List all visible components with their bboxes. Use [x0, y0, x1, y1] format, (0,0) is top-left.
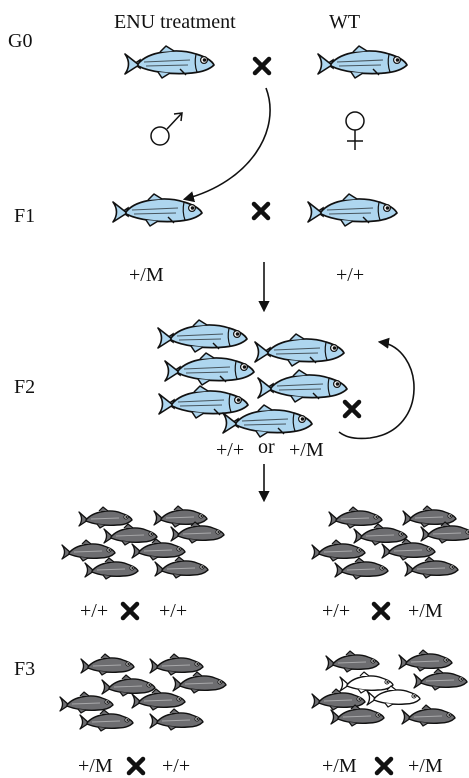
f2-genotype-het: +/M	[289, 439, 324, 461]
f2-fish-icon	[254, 333, 345, 367]
f2-fish-icon	[158, 385, 249, 419]
f2-family	[157, 319, 348, 438]
f3-cross-bottom-right-b: +/M	[408, 755, 443, 777]
header-enu-treatment: ENU treatment	[114, 11, 236, 33]
female-symbol-icon	[345, 111, 365, 150]
f3-cross-bottom-left-a: +/M	[78, 755, 113, 777]
f2-incross-icon	[345, 402, 359, 416]
f2-genotype-wt: +/+	[216, 439, 244, 461]
mutant-fish-icon	[339, 671, 394, 694]
generation-label-f3: F3	[14, 658, 35, 680]
f3-clutch-bottom-left	[59, 653, 227, 732]
f3-cross-top-right-b: +/M	[408, 600, 443, 622]
f3-clutch-top-right	[311, 505, 469, 580]
f3-cross-icon	[374, 604, 388, 618]
f3-cross-icon	[377, 759, 391, 773]
generation-label-f1: F1	[14, 205, 35, 227]
g0-to-f1-arrow-icon	[182, 87, 271, 203]
g0-wt-female-fish-icon	[317, 45, 408, 79]
male-symbol-icon	[150, 112, 183, 146]
f3-clutch-top-left	[61, 505, 225, 580]
f3-cross-top-right-a: +/+	[322, 600, 350, 622]
g0-enu-male-fish-icon	[124, 45, 215, 79]
f3-cross-top-left-a: +/+	[80, 600, 108, 622]
f3-cross-top-left-b: +/+	[159, 600, 187, 622]
generation-label-f2: F2	[14, 376, 35, 398]
f2-fish-icon	[157, 319, 248, 353]
generation-label-g0: G0	[8, 30, 32, 52]
f1-cross-icon	[254, 204, 268, 218]
header-wild-type: WT	[329, 11, 360, 33]
f2-fish-icon	[164, 352, 255, 386]
f3-cross-icon	[129, 759, 143, 773]
f1-wt-fish-icon	[307, 193, 398, 227]
f2-fish-icon	[257, 369, 348, 403]
f2-genotype-or: or	[258, 436, 275, 458]
self-cross-loop-icon	[338, 337, 415, 440]
f1-genotype-left: +/M	[129, 264, 164, 286]
g0-cross-icon	[255, 59, 269, 73]
f3-cross-icon	[123, 604, 137, 618]
f3-cross-bottom-right-a: +/M	[322, 755, 357, 777]
f1-genotype-right: +/+	[336, 264, 364, 286]
f3-clutch-bottom-right	[311, 649, 468, 727]
f3-cross-bottom-left-b: +/+	[162, 755, 190, 777]
